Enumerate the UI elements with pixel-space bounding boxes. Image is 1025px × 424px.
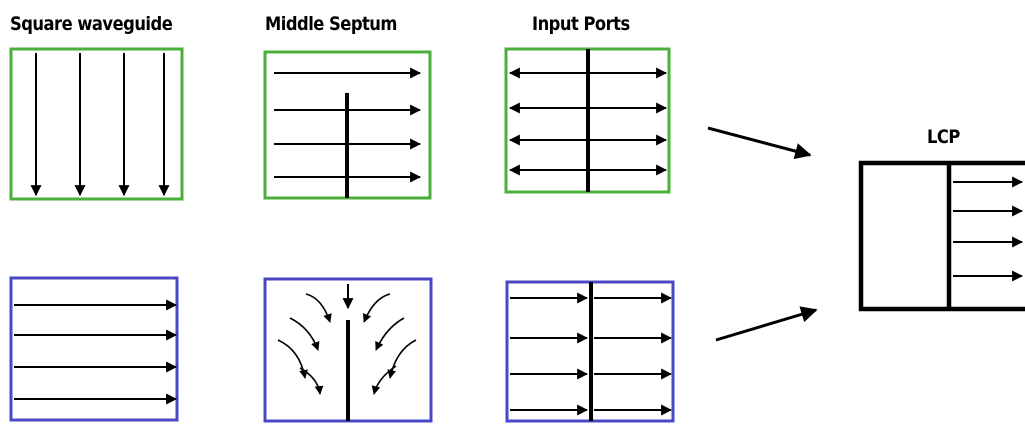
split-field-arrows — [510, 292, 673, 416]
top-square-waveguide-box — [9, 47, 184, 201]
combine-arrow-top — [707, 126, 812, 160]
bottom-square-waveguide-box — [9, 276, 179, 422]
vertical-field-arrows — [30, 53, 170, 197]
horizontal-field-arrows — [14, 299, 178, 405]
curved-field-arrows — [277, 284, 417, 395]
panel-bottom-middle-septum — [263, 277, 433, 423]
lcp-box — [858, 160, 1025, 312]
combine-arrow-bottom — [715, 306, 818, 342]
label-square-waveguide: Square waveguide — [10, 13, 173, 35]
panel-bottom-square-waveguide — [9, 276, 179, 422]
label-lcp: LCP — [927, 126, 960, 148]
panel-lcp — [858, 160, 1025, 312]
panel-top-input-ports — [504, 47, 671, 194]
label-middle-septum: Middle Septum — [265, 13, 397, 35]
lcp-field-arrows — [953, 176, 1024, 282]
panel-top-square-waveguide — [9, 47, 184, 201]
label-input-ports: Input Ports — [532, 13, 630, 35]
panel-bottom-input-ports — [505, 280, 675, 423]
panel-top-middle-septum — [263, 50, 432, 200]
